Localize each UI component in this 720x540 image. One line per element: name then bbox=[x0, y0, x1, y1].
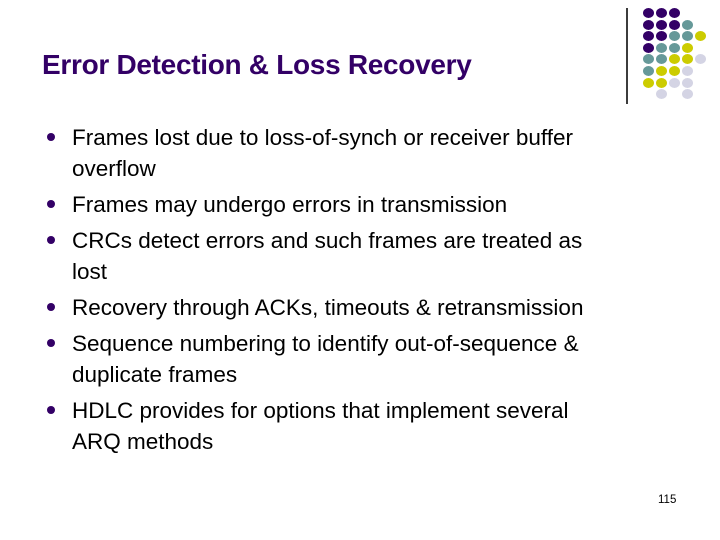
pattern-dot bbox=[643, 54, 654, 64]
pattern-dot bbox=[682, 66, 693, 76]
dot-pattern-decoration bbox=[643, 8, 713, 103]
bullet-icon bbox=[47, 406, 55, 414]
bullet-icon bbox=[47, 133, 55, 141]
bullet-text: HDLC provides for options that implement… bbox=[72, 398, 569, 454]
pattern-dot bbox=[643, 78, 654, 88]
pattern-dot bbox=[695, 31, 706, 41]
pattern-dot bbox=[643, 43, 654, 53]
pattern-dot bbox=[669, 54, 680, 64]
bullet-item: Frames may undergo errors in transmissio… bbox=[42, 189, 652, 220]
pattern-dot bbox=[669, 31, 680, 41]
bullet-item: HDLC provides for options that implement… bbox=[42, 395, 652, 457]
pattern-dot bbox=[682, 54, 693, 64]
bullet-icon bbox=[47, 200, 55, 208]
bullet-item: Frames lost due to loss-of-synch or rece… bbox=[42, 122, 652, 184]
pattern-dot bbox=[682, 89, 693, 99]
pattern-dot bbox=[669, 66, 680, 76]
pattern-dot bbox=[643, 66, 654, 76]
pattern-dot bbox=[656, 31, 667, 41]
separator-line bbox=[626, 8, 628, 104]
bullet-text: Frames may undergo errors in transmissio… bbox=[72, 192, 508, 217]
pattern-dot bbox=[682, 31, 693, 41]
pattern-dot bbox=[695, 54, 706, 64]
pattern-dot bbox=[643, 31, 654, 41]
pattern-dot bbox=[643, 8, 654, 18]
slide-title: Error Detection & Loss Recovery bbox=[42, 49, 472, 80]
pattern-dot bbox=[656, 66, 667, 76]
bullet-item: CRCs detect errors and such frames are t… bbox=[42, 225, 652, 287]
pattern-dot bbox=[656, 54, 667, 64]
pattern-dot bbox=[669, 20, 680, 30]
bullet-text: Sequence numbering to identify out-of-se… bbox=[72, 331, 579, 387]
bullet-text: Frames lost due to loss-of-synch or rece… bbox=[72, 125, 574, 181]
bullet-text: CRCs detect errors and such frames are t… bbox=[72, 228, 583, 284]
pattern-dot bbox=[682, 43, 693, 53]
bullet-item: Sequence numbering to identify out-of-se… bbox=[42, 328, 652, 390]
pattern-dot bbox=[682, 20, 693, 30]
pattern-dot bbox=[656, 89, 667, 99]
bullet-icon bbox=[47, 236, 55, 244]
bullet-text: Recovery through ACKs, timeouts & retran… bbox=[72, 295, 584, 320]
bullet-list: Frames lost due to loss-of-synch or rece… bbox=[42, 122, 652, 462]
page-number: 115 bbox=[658, 494, 677, 506]
pattern-dot bbox=[669, 43, 680, 53]
pattern-dot bbox=[669, 78, 680, 88]
pattern-dot bbox=[656, 43, 667, 53]
bullet-icon bbox=[47, 303, 55, 311]
pattern-dot bbox=[682, 78, 693, 88]
pattern-dot bbox=[656, 78, 667, 88]
pattern-dot bbox=[643, 20, 654, 30]
pattern-dot bbox=[656, 20, 667, 30]
pattern-dot bbox=[656, 8, 667, 18]
bullet-item: Recovery through ACKs, timeouts & retran… bbox=[42, 292, 652, 323]
bullet-icon bbox=[47, 339, 55, 347]
pattern-dot bbox=[669, 8, 680, 18]
